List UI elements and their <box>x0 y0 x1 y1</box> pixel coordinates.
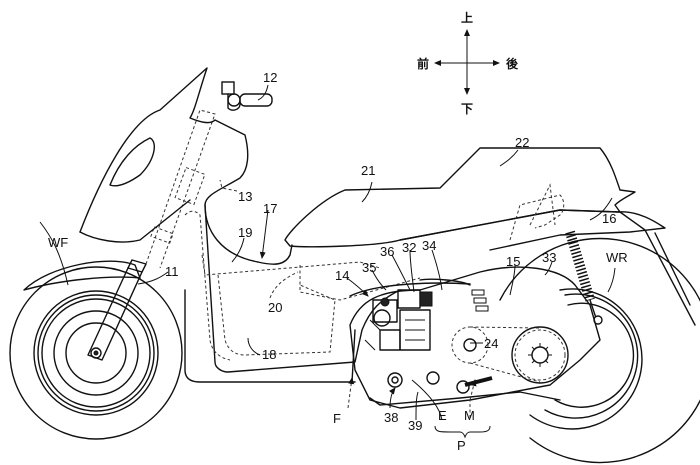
label-17: 17 <box>263 201 277 216</box>
front-fork <box>87 109 216 361</box>
cowl-lower <box>79 199 191 243</box>
storage-box <box>509 194 565 241</box>
label-E: E <box>438 408 447 423</box>
tail-fin <box>619 211 696 326</box>
label-P: P <box>457 438 466 453</box>
engine-unit <box>349 266 601 409</box>
handlebar <box>221 81 273 111</box>
label-15: 15 <box>506 254 520 269</box>
label-20: 20 <box>268 300 282 315</box>
label-32: 32 <box>402 240 416 255</box>
label-39: 39 <box>408 418 422 433</box>
label-35: 35 <box>362 260 376 275</box>
label-WR: WR <box>606 250 628 265</box>
label-33: 33 <box>542 250 556 265</box>
label-front: 前 <box>417 56 429 71</box>
front-fender <box>23 260 141 291</box>
label-12: 12 <box>263 70 277 85</box>
storage-box-inner <box>529 183 556 226</box>
label-rear: 後 <box>506 56 519 71</box>
label-36: 36 <box>380 244 394 259</box>
orientation-compass: 上 下 前 後 <box>417 10 519 116</box>
underbody-line <box>184 289 356 383</box>
rear-wheel <box>499 237 700 464</box>
label-11: 11 <box>165 264 179 279</box>
label-up: 上 <box>461 10 473 25</box>
label-M: M <box>464 408 475 423</box>
label-34: 34 <box>422 238 436 253</box>
reference-labels: 12 13 17 19 21 22 16 WF 11 20 18 14 35 3… <box>48 70 628 453</box>
label-24: 24 <box>484 336 498 351</box>
frame-bottom <box>351 329 356 383</box>
label-19: 19 <box>238 225 252 240</box>
label-WF: WF <box>48 235 68 250</box>
seat <box>284 147 636 248</box>
rear-body <box>399 209 666 251</box>
front-cowl <box>79 67 293 265</box>
label-22: 22 <box>515 135 529 150</box>
label-18: 18 <box>262 347 276 362</box>
label-13: 13 <box>238 189 252 204</box>
label-21: 21 <box>361 163 375 178</box>
rear-shock <box>565 230 603 325</box>
inner-frame <box>184 210 421 361</box>
label-14: 14 <box>335 268 349 283</box>
label-38: 38 <box>384 410 398 425</box>
label-down: 下 <box>461 102 473 116</box>
label-F: F <box>333 411 341 426</box>
front-wheel <box>9 266 183 440</box>
floor-frame <box>204 204 401 373</box>
label-16: 16 <box>602 211 616 226</box>
leader-lines <box>39 84 616 439</box>
windscreen-cutout <box>109 137 156 187</box>
